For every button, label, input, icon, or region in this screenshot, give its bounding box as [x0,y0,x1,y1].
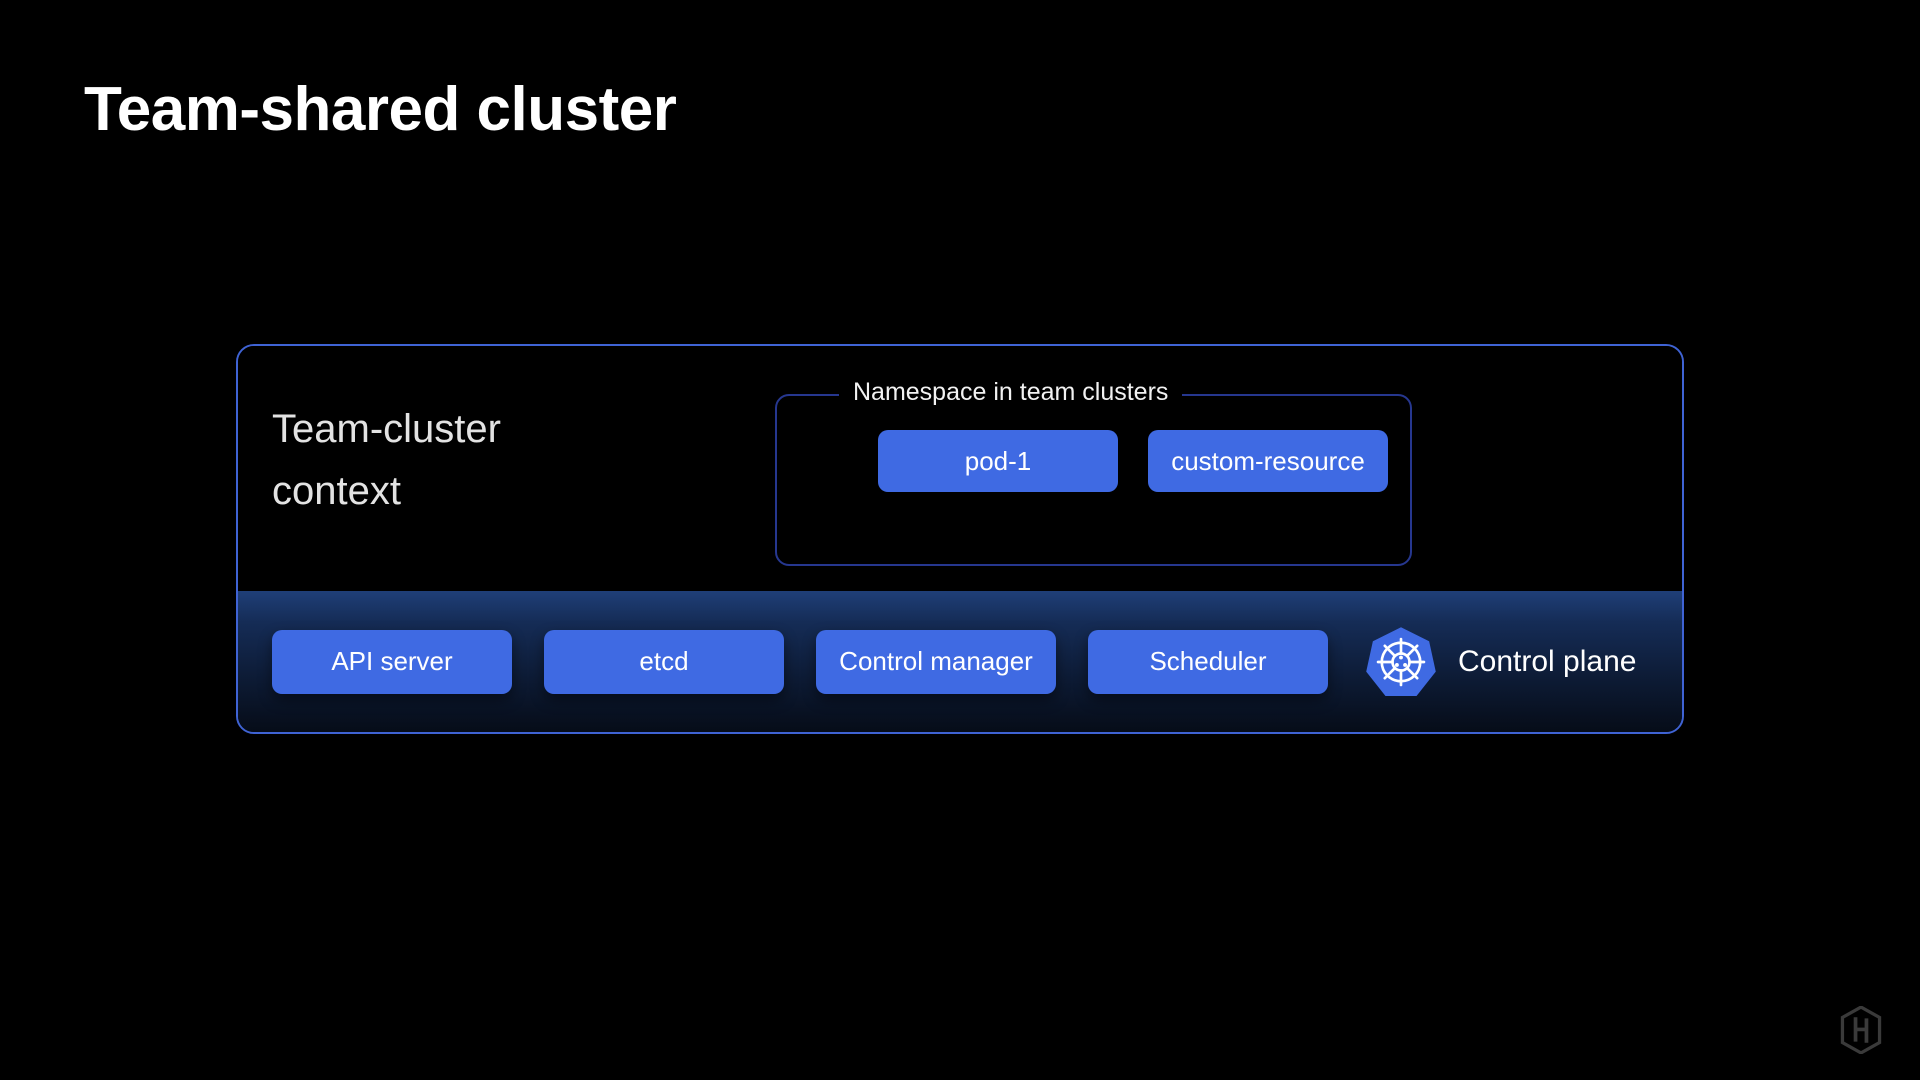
control-plane-component-scheduler[interactable]: Scheduler [1088,629,1328,694]
resource-chip-custom-resource[interactable]: custom-resource [1148,430,1388,492]
cluster-context-region: Team-cluster context Namespace in team c… [238,346,1682,591]
control-plane-component-api-server[interactable]: API server [272,629,512,694]
namespace-resource-list: pod-1 custom-resource [878,430,1388,492]
team-cluster-container: Team-cluster context Namespace in team c… [236,344,1684,734]
page-title: Team-shared cluster [84,75,677,144]
resource-chip-pod[interactable]: pod-1 [878,430,1118,492]
kubernetes-icon [1366,626,1436,696]
hashicorp-logo-icon [1840,1006,1882,1054]
control-plane-component-control-manager[interactable]: Control manager [816,629,1056,694]
control-plane-legend-label: Control plane [1458,644,1637,678]
namespace-legend-label: Namespace in team clusters [839,378,1183,407]
namespace-box: Namespace in team clusters pod-1 custom-… [775,378,1412,566]
control-plane-legend: Control plane [1364,625,1636,699]
cluster-context-label: Team-cluster context [272,407,501,513]
control-plane-band: API server etcd Control manager Schedule… [238,591,1682,732]
control-plane-component-etcd[interactable]: etcd [544,629,784,694]
